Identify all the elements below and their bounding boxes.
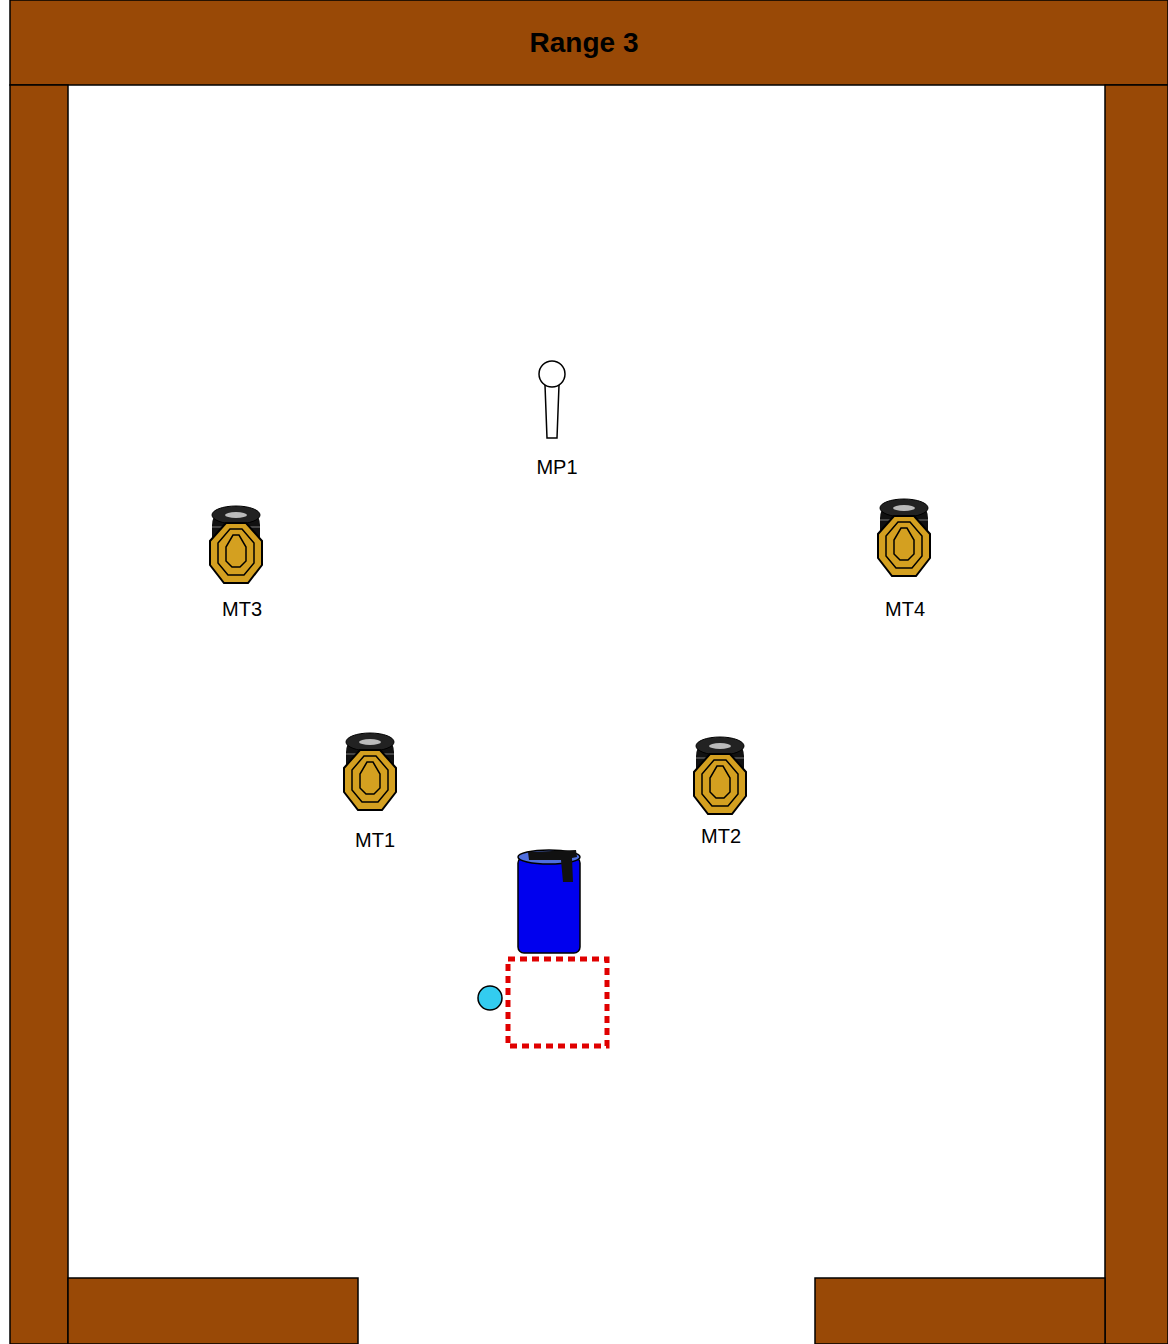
left-wall xyxy=(10,85,68,1344)
target-label: MT2 xyxy=(701,825,741,848)
target-label: MT3 xyxy=(222,598,262,621)
metal-target xyxy=(694,737,746,814)
popper-target xyxy=(539,361,565,438)
bottom-wall xyxy=(815,1278,1105,1344)
target-label: MT1 xyxy=(355,829,395,852)
target-label: MP1 xyxy=(536,456,577,479)
metal-target xyxy=(344,733,396,810)
target-label: MT4 xyxy=(885,598,925,621)
top-wall xyxy=(10,0,1168,85)
metal-target xyxy=(210,506,262,583)
bottom-wall xyxy=(68,1278,358,1344)
shooting-box xyxy=(508,959,607,1046)
range-title: Range 3 xyxy=(530,27,639,59)
metal-target xyxy=(878,499,930,576)
start-position xyxy=(478,986,502,1010)
right-wall xyxy=(1105,85,1168,1344)
barrel xyxy=(518,850,580,953)
